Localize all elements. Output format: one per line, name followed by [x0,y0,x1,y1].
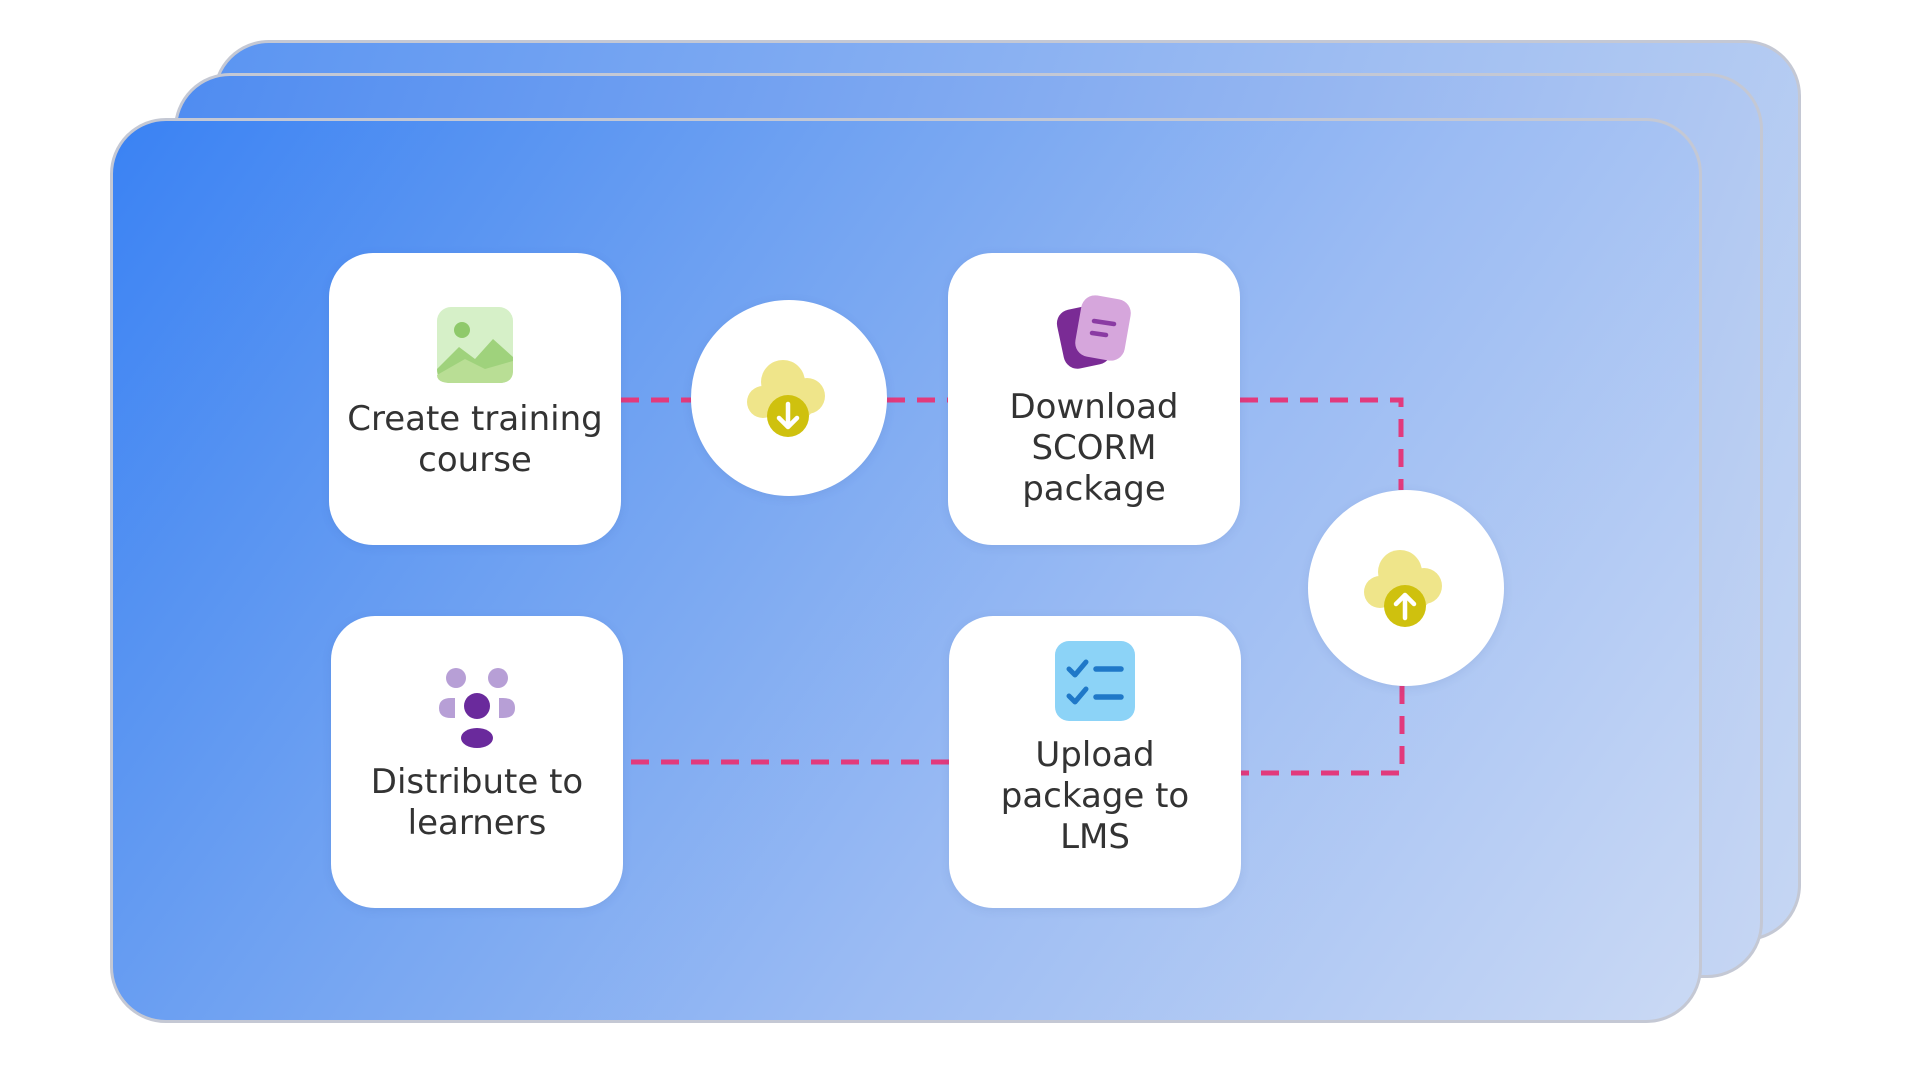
step-label: Download SCORM package [1009,387,1179,509]
cloud-download-icon [747,360,825,437]
step-create-training-course: Create training course [329,253,621,545]
step-label: Upload package to LMS [1000,735,1190,857]
connector-upload-cloud-to-upload [1241,686,1405,776]
cloud-upload-icon [1364,550,1442,627]
connector-download-to-upload-cloud [1240,397,1404,490]
people-group-icon [439,668,515,748]
image-icon [437,307,513,383]
step-label: Distribute to learners [370,762,584,843]
upload-connector-circle [1308,490,1504,686]
step-download-scorm-package: Download SCORM package [948,253,1240,545]
step-upload-package-to-lms: Upload package to LMS [949,616,1241,908]
step-label: Create training course [347,399,603,480]
document-stack-icon [1056,295,1131,369]
step-distribute-to-learners: Distribute to learners [331,616,623,908]
checklist-icon [1055,641,1135,721]
download-connector-circle [691,300,887,496]
